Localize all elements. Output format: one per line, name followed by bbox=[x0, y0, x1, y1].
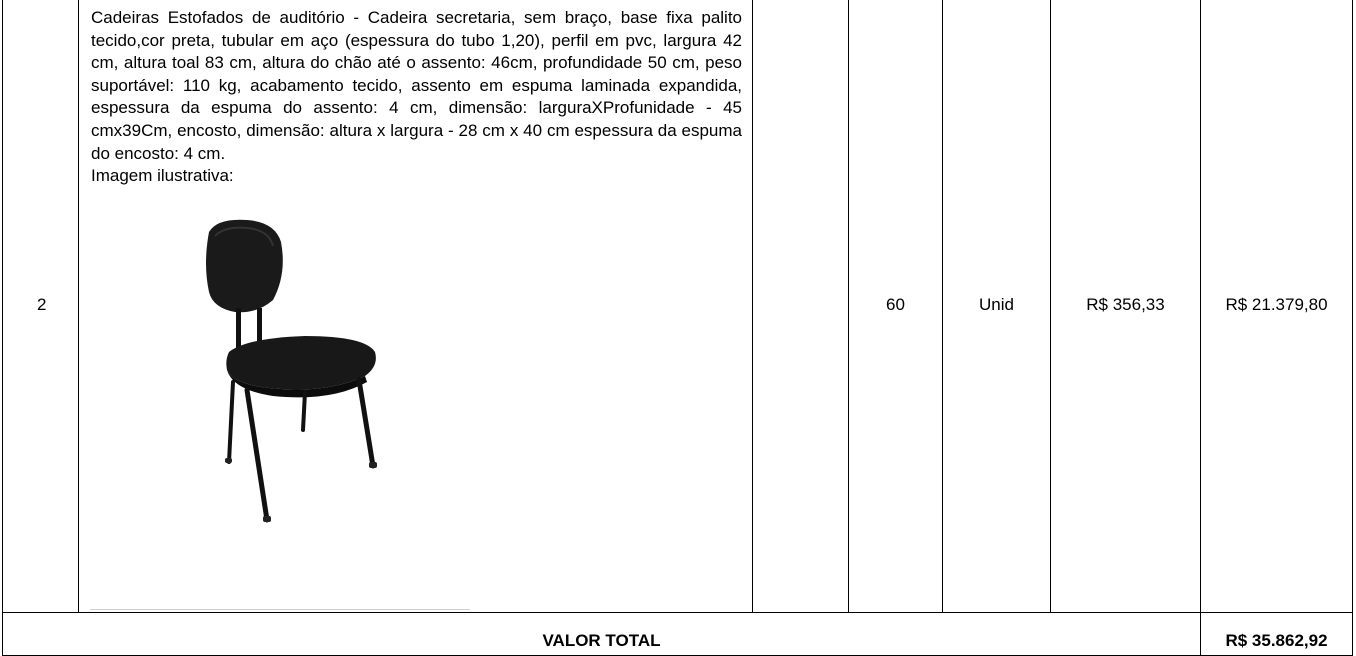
chair-illustration bbox=[206, 219, 377, 523]
item-unit-price: R$ 356,33 bbox=[1050, 0, 1201, 613]
total-label: VALOR TOTAL bbox=[2, 612, 1201, 656]
item-number: 2 bbox=[2, 0, 79, 613]
item-unit: Unid bbox=[942, 0, 1051, 613]
empty-cell bbox=[752, 0, 849, 613]
image-caption: Imagem ilustrativa: bbox=[91, 166, 234, 186]
item-quantity: 60 bbox=[848, 0, 943, 613]
item-total-price: R$ 21.379,80 bbox=[1200, 0, 1353, 613]
table-row: 2 Cadeiras Estofados de auditório - Cade… bbox=[2, 0, 1353, 613]
total-value: R$ 35.862,92 bbox=[1200, 612, 1353, 656]
total-row: VALOR TOTAL R$ 35.862,92 bbox=[2, 612, 1353, 656]
item-description-cell: Cadeiras Estofados de auditório - Cadeir… bbox=[78, 0, 753, 613]
divider bbox=[90, 609, 470, 610]
item-description: Cadeiras Estofados de auditório - Cadeir… bbox=[91, 8, 742, 163]
office-chair-photo-icon bbox=[97, 204, 477, 534]
